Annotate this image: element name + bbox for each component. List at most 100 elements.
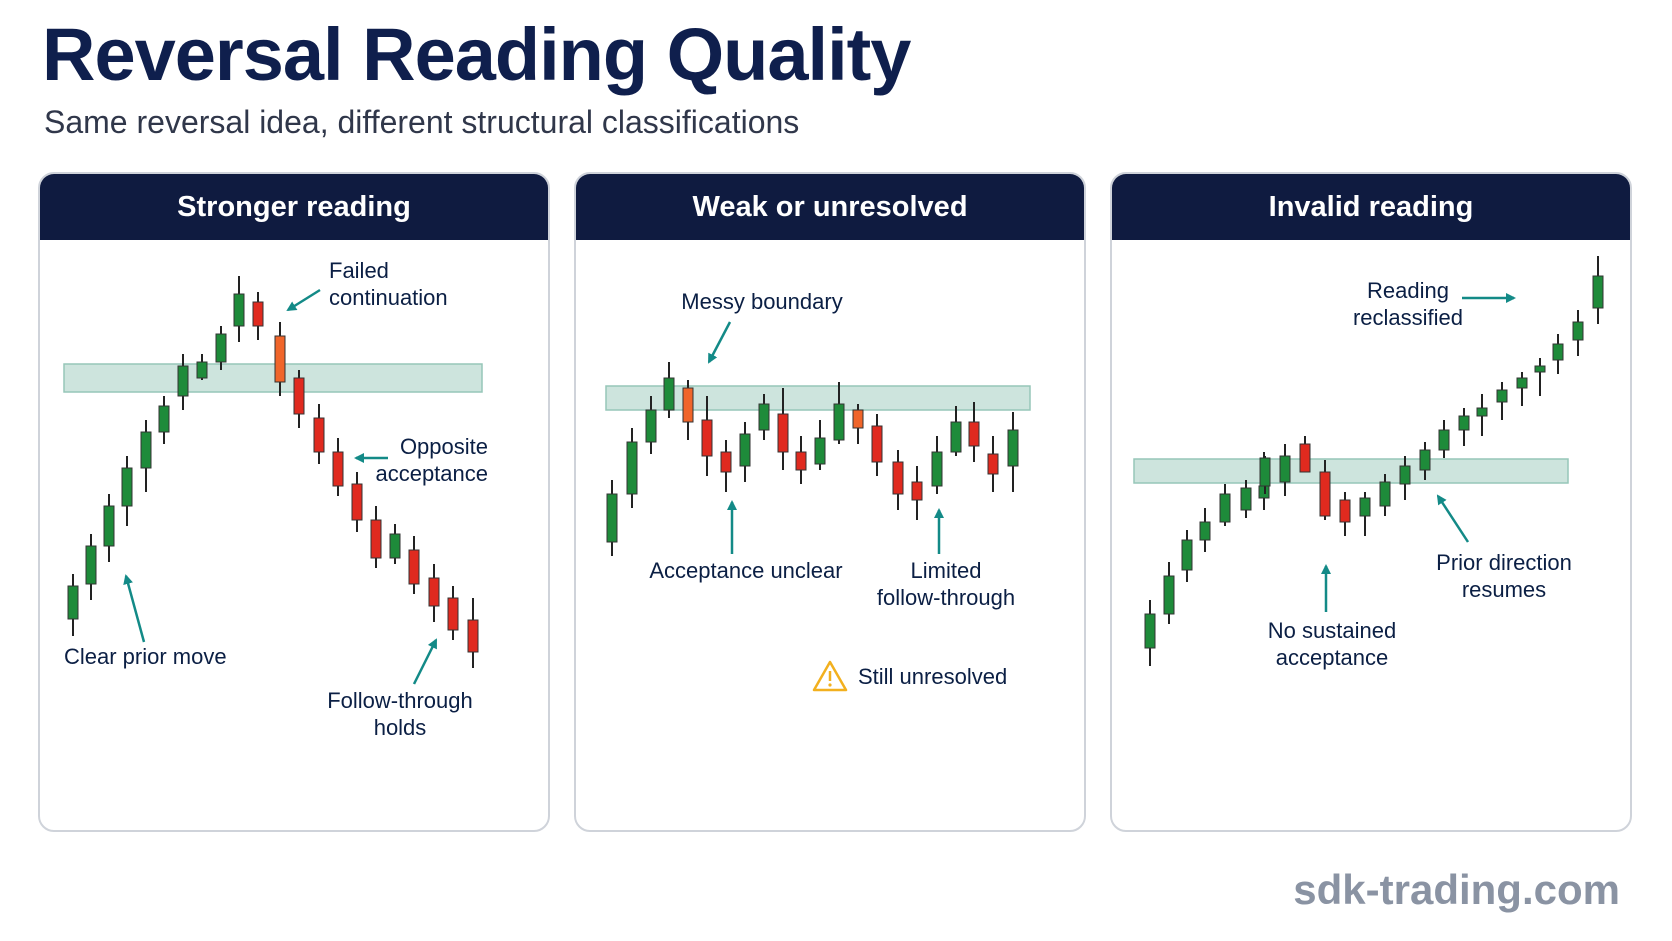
- bear-candle: [313, 404, 325, 464]
- bull-candle: [1379, 474, 1391, 516]
- bull-candle: [85, 534, 97, 600]
- bear-candle: [1299, 436, 1311, 473]
- bear-candle: [720, 440, 732, 492]
- bear-candle: [252, 292, 264, 340]
- bull-candle: [1458, 408, 1470, 446]
- bull-candle: [1259, 456, 1271, 494]
- bull-candle: [1572, 310, 1584, 356]
- bear-candle: [467, 598, 479, 668]
- zone-band: [1133, 458, 1569, 484]
- bull-candle: [215, 326, 227, 370]
- callout-arrow: [707, 321, 732, 364]
- bull-candle: [1199, 508, 1211, 552]
- bull-candle: [1181, 530, 1193, 582]
- bull-candle: [1419, 442, 1431, 480]
- bull-candle: [1007, 412, 1019, 492]
- bull-candle: [950, 406, 962, 456]
- bull-candle: [233, 276, 245, 342]
- callout-label: Acceptance unclear: [649, 558, 842, 583]
- bear-candle: [871, 414, 883, 476]
- bull-candle: [196, 354, 208, 380]
- callout-arrow: [286, 288, 321, 312]
- site-watermark: sdk-trading.com: [1293, 866, 1620, 913]
- bull-candle: [140, 420, 152, 492]
- bear-candle: [968, 402, 980, 462]
- bull-candle: [1438, 420, 1450, 458]
- bull-candle: [121, 456, 133, 526]
- page-title: Reversal Reading Quality: [42, 13, 911, 96]
- bear-candle: [987, 436, 999, 492]
- bull-candle: [1496, 382, 1508, 420]
- bull-candle: [67, 574, 79, 636]
- bear-candle: [293, 370, 305, 428]
- bear-candle: [682, 380, 694, 440]
- bear-candle: [892, 450, 904, 510]
- zone-band: [63, 363, 483, 393]
- bear-candle: [408, 536, 420, 594]
- bull-candle: [814, 420, 826, 470]
- bear-candle: [701, 396, 713, 476]
- bull-candle: [1592, 256, 1604, 324]
- bull-candle: [158, 396, 170, 444]
- bull-candle: [1359, 492, 1371, 536]
- bear-candle: [447, 586, 459, 640]
- panel-header: Invalid reading: [1112, 174, 1630, 240]
- bear-candle: [911, 466, 923, 520]
- bear-candle: [351, 472, 363, 532]
- bull-candle: [739, 422, 751, 482]
- bull-candle: [1552, 334, 1564, 374]
- bull-candle: [1476, 394, 1488, 436]
- callout-arrow: [412, 638, 438, 685]
- zone-band: [605, 385, 1031, 411]
- bull-candle: [1279, 444, 1291, 496]
- callout-arrow: [123, 574, 146, 643]
- bear-candle: [370, 506, 382, 568]
- bear-candle: [274, 322, 286, 396]
- bull-candle: [833, 382, 845, 444]
- bull-candle: [1219, 484, 1231, 526]
- bull-candle: [103, 494, 115, 562]
- warning-icon: [812, 660, 848, 692]
- bear-candle: [332, 438, 344, 496]
- bull-candle: [758, 394, 770, 440]
- bear-candle: [777, 388, 789, 470]
- bear-candle: [795, 436, 807, 484]
- bear-candle: [1319, 460, 1331, 520]
- panel-header: Stronger reading: [40, 174, 548, 240]
- bull-candle: [663, 362, 675, 418]
- bull-candle: [1534, 358, 1546, 396]
- bear-candle: [852, 404, 864, 444]
- bull-candle: [1399, 456, 1411, 500]
- bull-candle: [1240, 480, 1252, 518]
- bull-candle: [177, 354, 189, 410]
- bull-candle: [606, 480, 618, 556]
- bear-candle: [1339, 492, 1351, 536]
- bull-candle: [1144, 600, 1156, 666]
- panel-header: Weak or unresolved: [576, 174, 1084, 240]
- bull-candle: [626, 428, 638, 508]
- bull-candle: [1516, 372, 1528, 406]
- callout-label: Still unresolved: [858, 664, 1007, 689]
- bull-candle: [645, 396, 657, 454]
- page-subtitle: Same reversal idea, different structural…: [44, 104, 800, 140]
- bear-candle: [428, 564, 440, 622]
- bull-candle: [931, 436, 943, 494]
- callout-label: Clear prior move: [64, 644, 227, 669]
- bull-candle: [1163, 562, 1175, 624]
- bull-candle: [389, 524, 401, 564]
- callout-label: Messy boundary: [681, 289, 842, 314]
- callout-arrow: [1436, 494, 1470, 543]
